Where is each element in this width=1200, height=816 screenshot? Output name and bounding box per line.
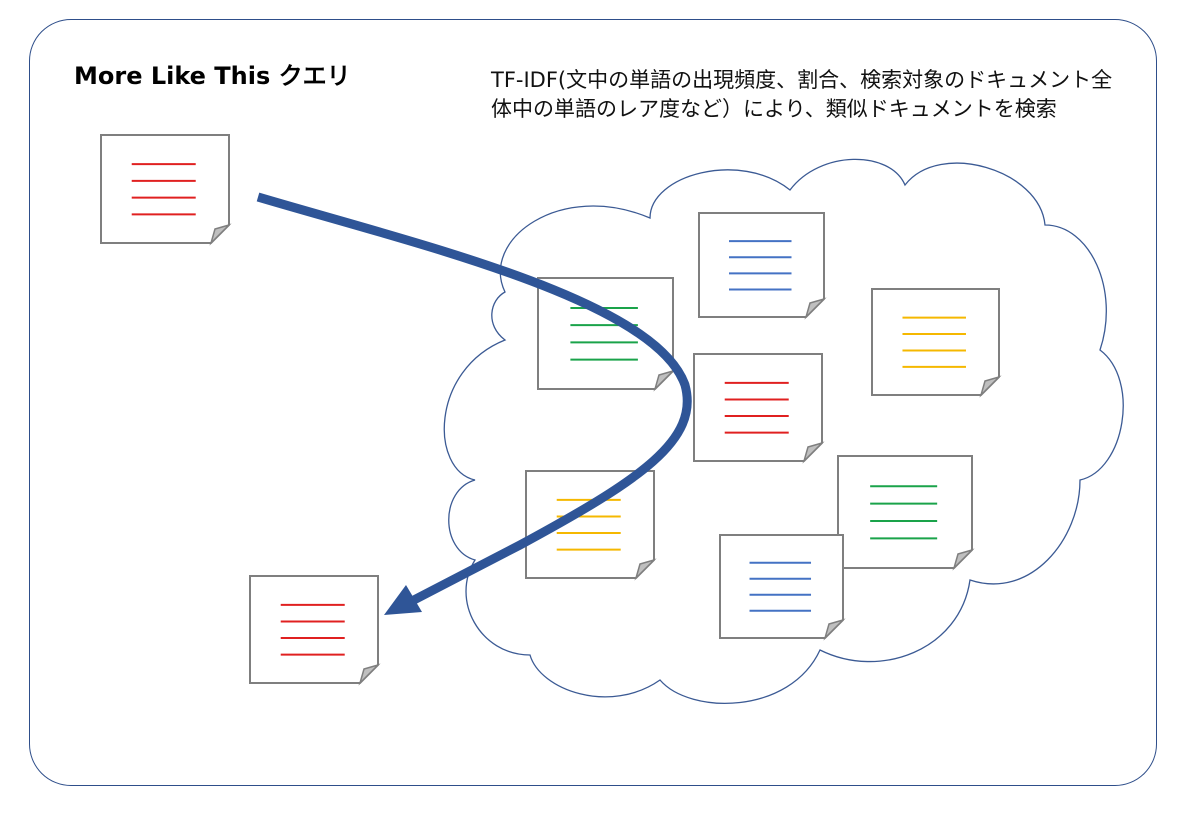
cloud-document-blue-top bbox=[698, 212, 827, 320]
document-fold bbox=[358, 663, 381, 686]
document-page bbox=[693, 353, 823, 462]
query-document bbox=[100, 134, 232, 246]
document-page bbox=[837, 455, 973, 569]
document-page bbox=[698, 212, 825, 318]
document-fold bbox=[634, 558, 657, 581]
document-page bbox=[719, 534, 844, 639]
cloud-document-yellow-bottom-left bbox=[525, 470, 657, 581]
documents-layer bbox=[100, 134, 1002, 686]
document-fold bbox=[804, 297, 827, 320]
search-arrow-head bbox=[384, 585, 422, 615]
document-page bbox=[100, 134, 230, 244]
cloud-document-red-center bbox=[693, 353, 825, 464]
document-fold bbox=[209, 223, 232, 246]
document-page bbox=[871, 288, 1000, 396]
result-document bbox=[249, 575, 381, 686]
cloud-document-green-bottom-right bbox=[837, 455, 975, 571]
document-fold bbox=[952, 548, 975, 571]
document-fold bbox=[802, 441, 825, 464]
diagram-title: More Like This クエリ bbox=[74, 62, 351, 90]
cloud-document-yellow-right bbox=[871, 288, 1002, 398]
document-fold bbox=[823, 618, 846, 641]
search-arrow-path bbox=[256, 192, 692, 605]
description-text: TF-IDF(文中の単語の出現頻度、割合、検索対象のドキュメント全体中の単語のレ… bbox=[491, 68, 1113, 121]
document-fold bbox=[653, 369, 676, 392]
document-fold bbox=[979, 375, 1002, 398]
cloud-document-blue-bottom bbox=[719, 534, 846, 641]
document-page bbox=[525, 470, 655, 579]
diagram-frame bbox=[29, 19, 1157, 786]
document-page bbox=[249, 575, 379, 684]
